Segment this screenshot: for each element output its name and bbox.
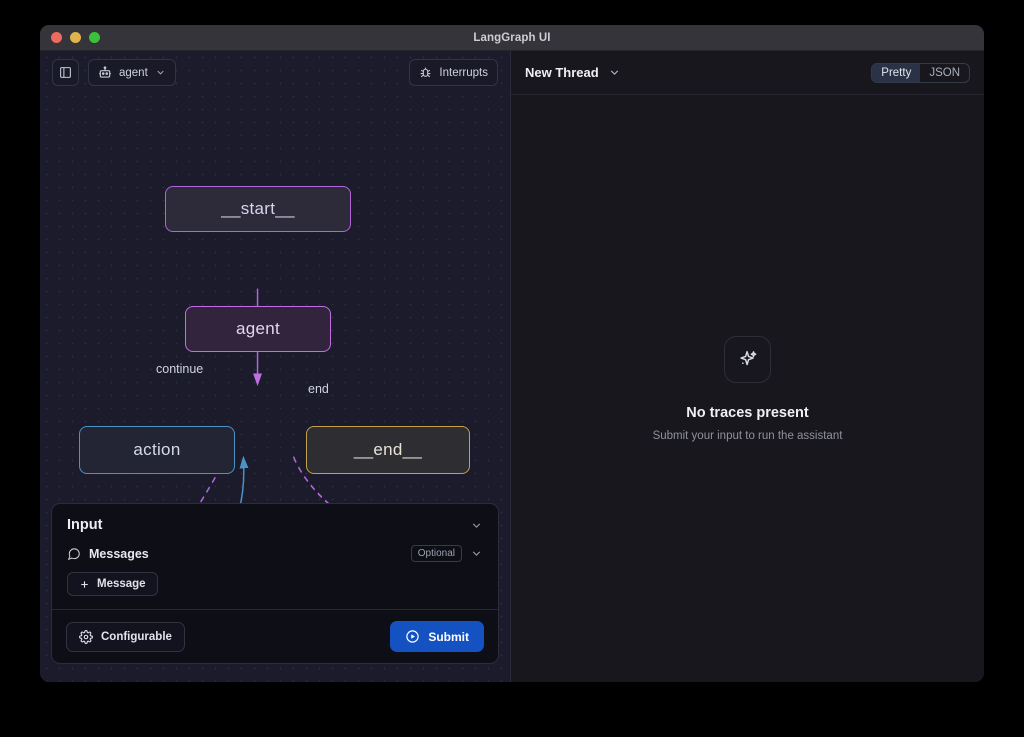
input-panel-title: Input: [67, 517, 103, 533]
graph-node-start[interactable]: __start__: [165, 186, 351, 232]
chevron-down-icon[interactable]: [470, 547, 483, 560]
window-title: LangGraph UI: [473, 31, 551, 44]
window-body: agent: [40, 51, 984, 682]
assistant-selector-button[interactable]: agent: [88, 59, 176, 86]
sparkles-icon-box: [724, 335, 771, 383]
view-mode-pretty[interactable]: Pretty: [872, 63, 921, 82]
chevron-down-icon[interactable]: [470, 519, 483, 532]
minimize-button[interactable]: [70, 32, 81, 43]
plus-icon: [79, 579, 90, 590]
bot-icon: [98, 65, 112, 80]
message-bubble-icon: [67, 547, 81, 561]
assistant-name-label: agent: [119, 66, 148, 79]
thread-selector[interactable]: New Thread: [525, 65, 621, 80]
graph-canvas[interactable]: __start__ agent action __end__ continue …: [40, 94, 510, 682]
optional-badge: Optional: [410, 545, 462, 562]
gear-icon: [79, 629, 93, 644]
input-panel-footer: Configurable Submit: [52, 609, 498, 663]
app-window: LangGraph UI: [40, 25, 984, 682]
bug-icon: [419, 66, 432, 79]
submit-button[interactable]: Submit: [390, 621, 484, 652]
edge-label-continue: continue: [156, 362, 204, 376]
graph-pane: agent: [40, 51, 511, 682]
configurable-button[interactable]: Configurable: [66, 621, 185, 652]
chevron-down-icon: [608, 66, 621, 79]
graph-toolbar: agent: [40, 51, 510, 94]
empty-state-subtitle: Submit your input to run the assistant: [652, 429, 843, 442]
view-mode-json[interactable]: JSON: [929, 66, 960, 79]
thread-label: New Thread: [525, 65, 599, 80]
panel-left-icon: [59, 66, 72, 79]
messages-field-label: Messages: [89, 546, 149, 561]
input-panel-header[interactable]: Input: [52, 504, 498, 539]
empty-state-title: No traces present: [686, 404, 809, 421]
traces-toolbar: New Thread Pretty JSON: [511, 51, 984, 95]
play-circle-icon: [405, 629, 420, 644]
interrupts-button[interactable]: Interrupts: [409, 59, 498, 86]
configurable-label: Configurable: [101, 630, 172, 643]
graph-node-action[interactable]: action: [79, 426, 235, 474]
chevron-down-icon: [155, 67, 166, 78]
add-message-row: Message: [52, 566, 498, 609]
submit-label: Submit: [428, 629, 469, 644]
add-message-button[interactable]: Message: [67, 572, 158, 596]
view-mode-toggle: Pretty JSON: [871, 62, 970, 83]
graph-node-agent[interactable]: agent: [185, 306, 331, 352]
graph-node-end[interactable]: __end__: [306, 426, 470, 474]
edge-label-end: end: [308, 382, 329, 396]
close-button[interactable]: [51, 32, 62, 43]
traces-pane: New Thread Pretty JSON: [511, 51, 984, 682]
window-titlebar: LangGraph UI: [40, 25, 984, 51]
messages-field-row[interactable]: Messages Optional: [52, 539, 498, 566]
input-panel: Input Messages Optional: [51, 503, 499, 664]
sidebar-toggle-button[interactable]: [52, 59, 79, 86]
empty-state: No traces present Submit your input to r…: [511, 95, 984, 682]
interrupts-label: Interrupts: [439, 66, 488, 79]
traffic-light-group: [51, 32, 100, 43]
zoom-button[interactable]: [89, 32, 100, 43]
sparkles-icon: [737, 348, 759, 370]
add-message-label: Message: [97, 578, 146, 590]
